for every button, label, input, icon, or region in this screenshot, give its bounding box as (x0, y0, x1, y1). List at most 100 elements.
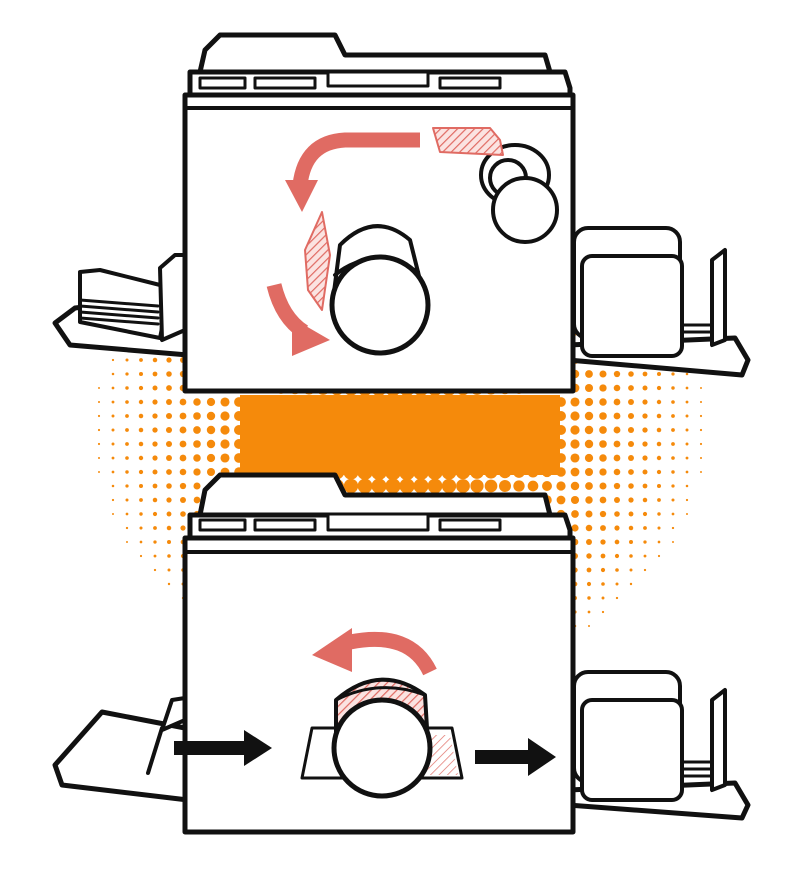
halftone-dot (599, 468, 607, 476)
halftone-dot (138, 469, 144, 475)
halftone-dot (112, 513, 114, 515)
halftone-dot (685, 456, 689, 460)
halftone-dot (615, 582, 619, 586)
halftone-dot (671, 428, 675, 432)
halftone-dot (656, 399, 662, 405)
halftone-dot (671, 400, 675, 404)
halftone-dot (165, 412, 173, 420)
halftone-dot (613, 426, 621, 434)
halftone-dot (627, 412, 635, 420)
halftone-dot (657, 540, 661, 544)
halftone-dot (586, 553, 592, 559)
halftone-dot (585, 482, 593, 490)
halftone-dot (139, 526, 143, 530)
halftone-dot (699, 400, 703, 404)
halftone-dot (193, 426, 201, 434)
halftone-dot (656, 455, 662, 461)
halftone-dot (671, 386, 675, 390)
halftone-dot (599, 482, 607, 490)
halftone-dot (138, 483, 144, 489)
halftone-dot (599, 440, 607, 448)
halftone-dot (627, 426, 635, 434)
halftone-dot (685, 414, 689, 418)
curved-arrow-left (285, 132, 420, 212)
halftone-dot (125, 414, 129, 418)
halftone-dot (671, 414, 675, 418)
halftone-dot (206, 467, 216, 477)
halftone-dot (642, 399, 648, 405)
halftone-dot (656, 427, 662, 433)
halftone-dot (628, 511, 634, 517)
halftone-dot (343, 478, 359, 494)
halftone-dot (657, 554, 661, 558)
halftone-dot (629, 554, 633, 558)
halftone-dot (152, 427, 158, 433)
halftone-dot (556, 481, 566, 491)
halftone-dot (628, 385, 634, 391)
halftone-dot (614, 539, 620, 545)
halftone-dot (671, 372, 675, 376)
halftone-dot (357, 478, 373, 494)
halftone-dot (587, 624, 591, 628)
halftone-dot (601, 596, 605, 600)
halftone-dot (570, 411, 580, 421)
paper-feed-tray (52, 253, 191, 358)
halftone-dot (139, 540, 143, 544)
halftone-dot (671, 456, 675, 460)
halftone-dot (587, 610, 591, 614)
halftone-dot (484, 479, 498, 493)
halftone-dot (152, 441, 158, 447)
halftone-dot (613, 370, 621, 378)
paper-exit-arrow (475, 738, 556, 776)
halftone-dot (685, 470, 689, 474)
halftone-dot (152, 413, 158, 419)
halftone-dot (613, 440, 621, 448)
halftone-dot (165, 440, 173, 448)
halftone-dot (627, 440, 635, 448)
halftone-dot (399, 478, 415, 494)
halftone-dot (643, 526, 647, 530)
halftone-dot (125, 526, 129, 530)
halftone-dot (166, 357, 172, 363)
halftone-dot (470, 479, 484, 493)
halftone-dot (586, 539, 592, 545)
halftone-dot (628, 497, 634, 503)
halftone-dot (671, 484, 675, 488)
halftone-dot (167, 582, 171, 586)
halftone-dot (685, 372, 689, 376)
halftone-dot (97, 428, 101, 432)
halftone-dot (153, 568, 157, 572)
halftone-dot (179, 468, 187, 476)
halftone-dot (628, 455, 634, 461)
halftone-dot (642, 441, 648, 447)
halftone-dot (642, 497, 648, 503)
halftone-dot (599, 412, 607, 420)
halftone-dot (527, 480, 539, 492)
halftone-dot (642, 511, 648, 517)
halftone-dot (193, 496, 201, 504)
halftone-dot (125, 386, 129, 390)
halftone-dot (656, 413, 662, 419)
curved-arrow-down (266, 283, 330, 356)
halftone-dot (413, 478, 429, 494)
halftone-dot (125, 512, 129, 516)
halftone-dot (139, 512, 143, 516)
halftone-dot (587, 596, 591, 600)
halftone-dot (153, 526, 157, 530)
halftone-dot (111, 428, 115, 432)
halftone-dot (584, 425, 594, 435)
halftone-dot (111, 498, 115, 502)
halftone-dot (111, 442, 115, 446)
halftone-dot (179, 440, 187, 448)
halftone-dot (671, 526, 675, 530)
halftone-dot (125, 484, 129, 488)
paper-feed-arrow (174, 730, 272, 766)
halftone-dot (193, 440, 201, 448)
halftone-dot (600, 539, 606, 545)
halftone-dot (153, 540, 157, 544)
halftone-dot (153, 554, 157, 558)
halftone-dot (167, 554, 171, 558)
halftone-dot (613, 454, 621, 462)
halftone-dot (98, 471, 100, 473)
halftone-dot (699, 456, 703, 460)
